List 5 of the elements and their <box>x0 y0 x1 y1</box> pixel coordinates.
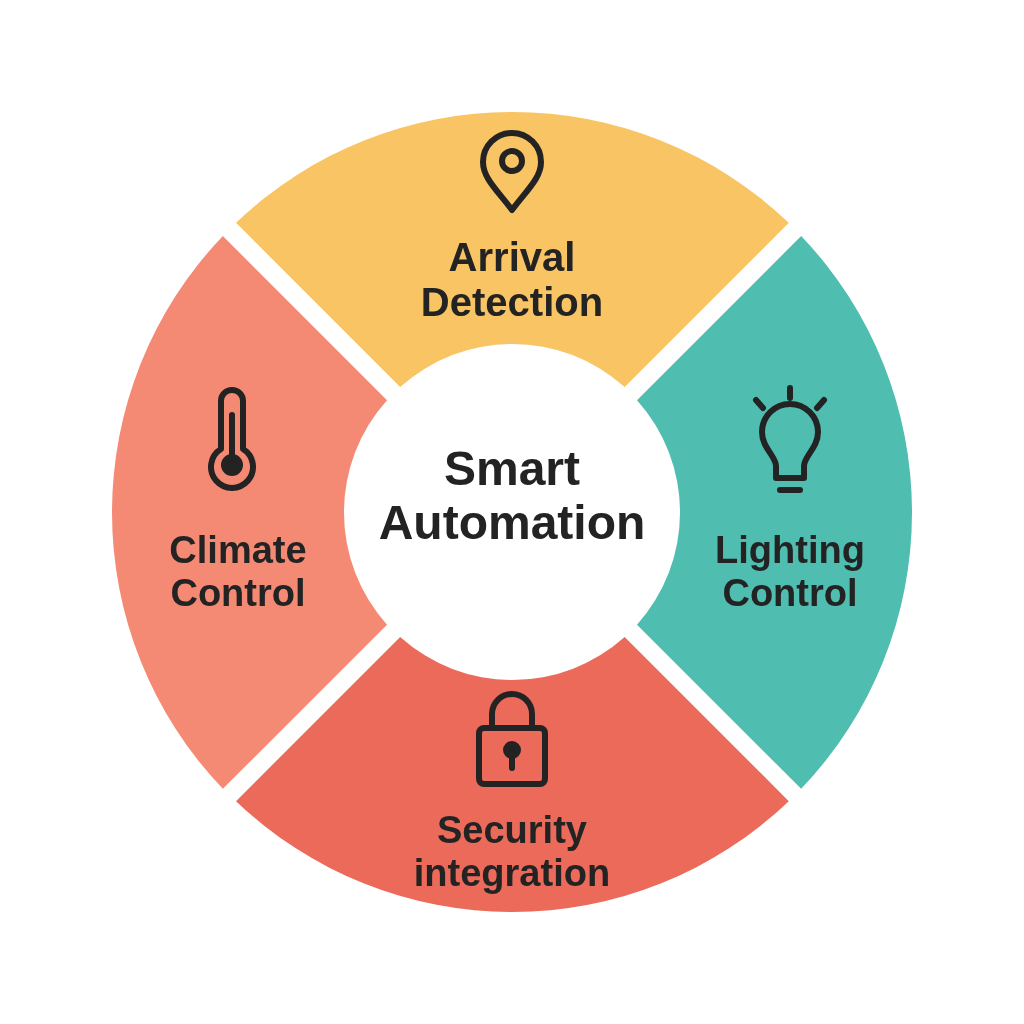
segment-label: Security integration <box>412 809 612 895</box>
segment-label: Arrival Detection <box>419 235 605 325</box>
segment-label: Climate Control <box>168 529 308 615</box>
hub-title: Smart Automation <box>377 442 647 550</box>
segment-label: Lighting Control <box>714 529 866 615</box>
